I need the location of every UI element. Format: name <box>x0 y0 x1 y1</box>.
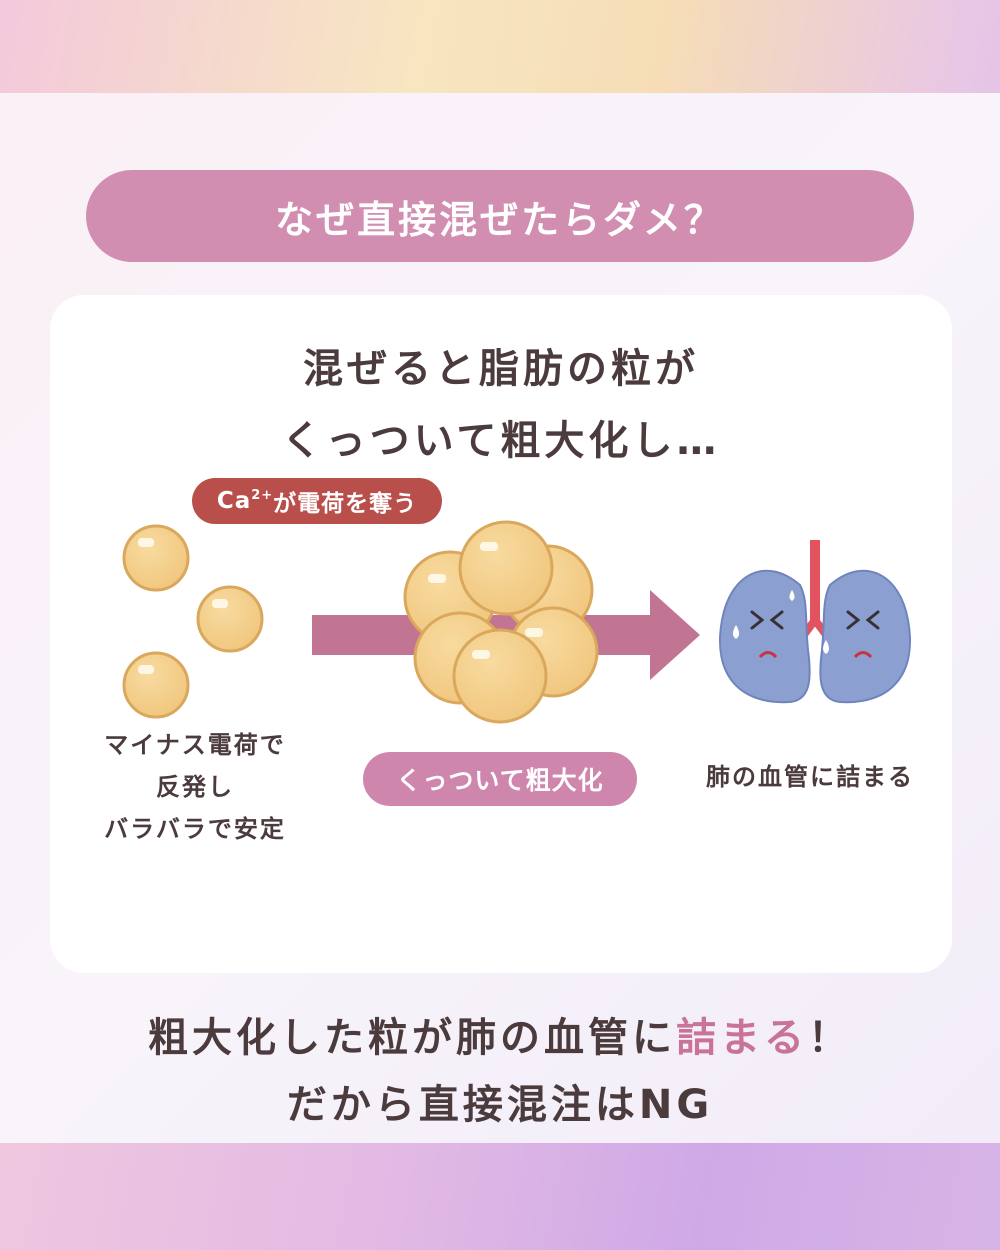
left-caption-line-1: マイナス電荷で <box>104 731 286 759</box>
headline-line-1: 混ぜると脂肪の粒が <box>303 346 699 392</box>
bottom-line-1: 粗大化した粒が肺の血管に詰まる！ <box>0 1005 1000 1063</box>
calcium-badge-text: が電荷を奪う <box>273 491 418 517</box>
left-caption: マイナス電荷で 反発し バラバラで安定 <box>70 724 320 850</box>
calcium-symbol: Ca <box>216 488 252 514</box>
fat-droplet-icon <box>122 524 190 592</box>
stick-together-text: くっついて粗大化 <box>396 766 604 795</box>
title-pill: なぜ直接混ぜたらダメ？ <box>86 170 914 262</box>
bottom-background-band <box>0 1142 1000 1250</box>
bottom-line-1-prefix: 粗大化した粒が肺の血管に <box>148 1015 676 1061</box>
bottom-line-1-accent: 詰まる <box>676 1015 808 1061</box>
fat-droplet-icon <box>196 585 264 653</box>
stick-together-badge: くっついて粗大化 <box>363 752 637 806</box>
right-caption: 肺の血管に詰まる <box>706 763 914 791</box>
sick-lungs-icon <box>719 540 911 704</box>
fat-cluster-icon <box>403 520 599 724</box>
title-text: なぜ直接混ぜたらダメ？ <box>275 197 725 242</box>
headline-line-2: くっついて粗大化し… <box>281 418 721 464</box>
left-caption-line-3: バラバラで安定 <box>104 815 286 843</box>
calcium-charge: 2+ <box>251 487 274 503</box>
bottom-line-2: だから直接混注はNG <box>286 1082 714 1128</box>
fat-droplet-icon <box>122 651 190 719</box>
left-caption-line-2: 反発し <box>156 773 234 801</box>
bottom-line-1-suffix: ！ <box>808 1015 852 1061</box>
